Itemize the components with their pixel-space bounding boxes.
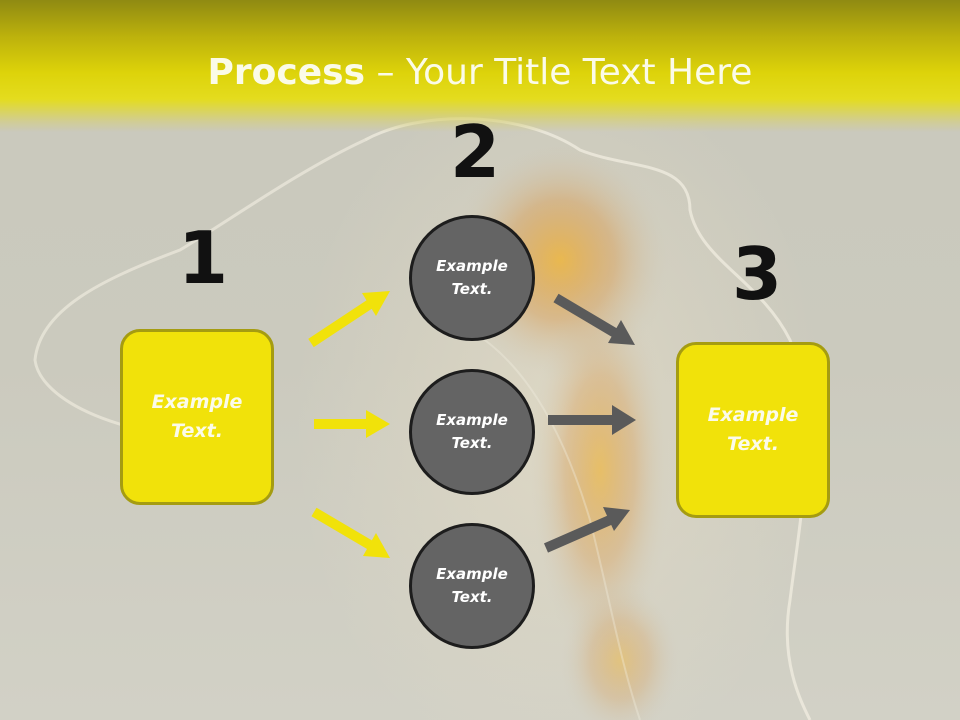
step-2-circle-middle: Example Text. <box>409 369 535 495</box>
step-2-circle-top: Example Text. <box>409 215 535 341</box>
circle-middle-text: Example Text. <box>436 411 508 452</box>
step-1-box: Example Text. <box>120 329 274 505</box>
step-number-2: 2 <box>450 110 501 194</box>
arrow-1-to-2a <box>308 291 390 348</box>
arrow-2a-to-3 <box>553 293 635 345</box>
arrow-1-to-2c <box>311 507 390 558</box>
title-rest: – Your Title Text Here <box>365 52 753 93</box>
step-2-circle-bottom: Example Text. <box>409 523 535 649</box>
circle-bottom-text: Example Text. <box>436 565 508 606</box>
circle-top-text: Example Text. <box>436 257 508 298</box>
title-banner <box>0 0 960 132</box>
title-strong: Process <box>207 52 366 93</box>
arrow-2c-to-3 <box>543 507 630 553</box>
step-number-3: 3 <box>732 232 783 316</box>
step-number-1: 1 <box>178 216 229 300</box>
step-3-box: Example Text. <box>676 342 830 518</box>
arrow-1-to-2b <box>314 410 390 438</box>
arrow-2b-to-3 <box>548 405 636 435</box>
slide-title: Process – Your Title Text Here <box>0 52 960 93</box>
step-1-text: Example Text. <box>151 391 243 442</box>
step-3-text: Example Text. <box>707 404 799 455</box>
